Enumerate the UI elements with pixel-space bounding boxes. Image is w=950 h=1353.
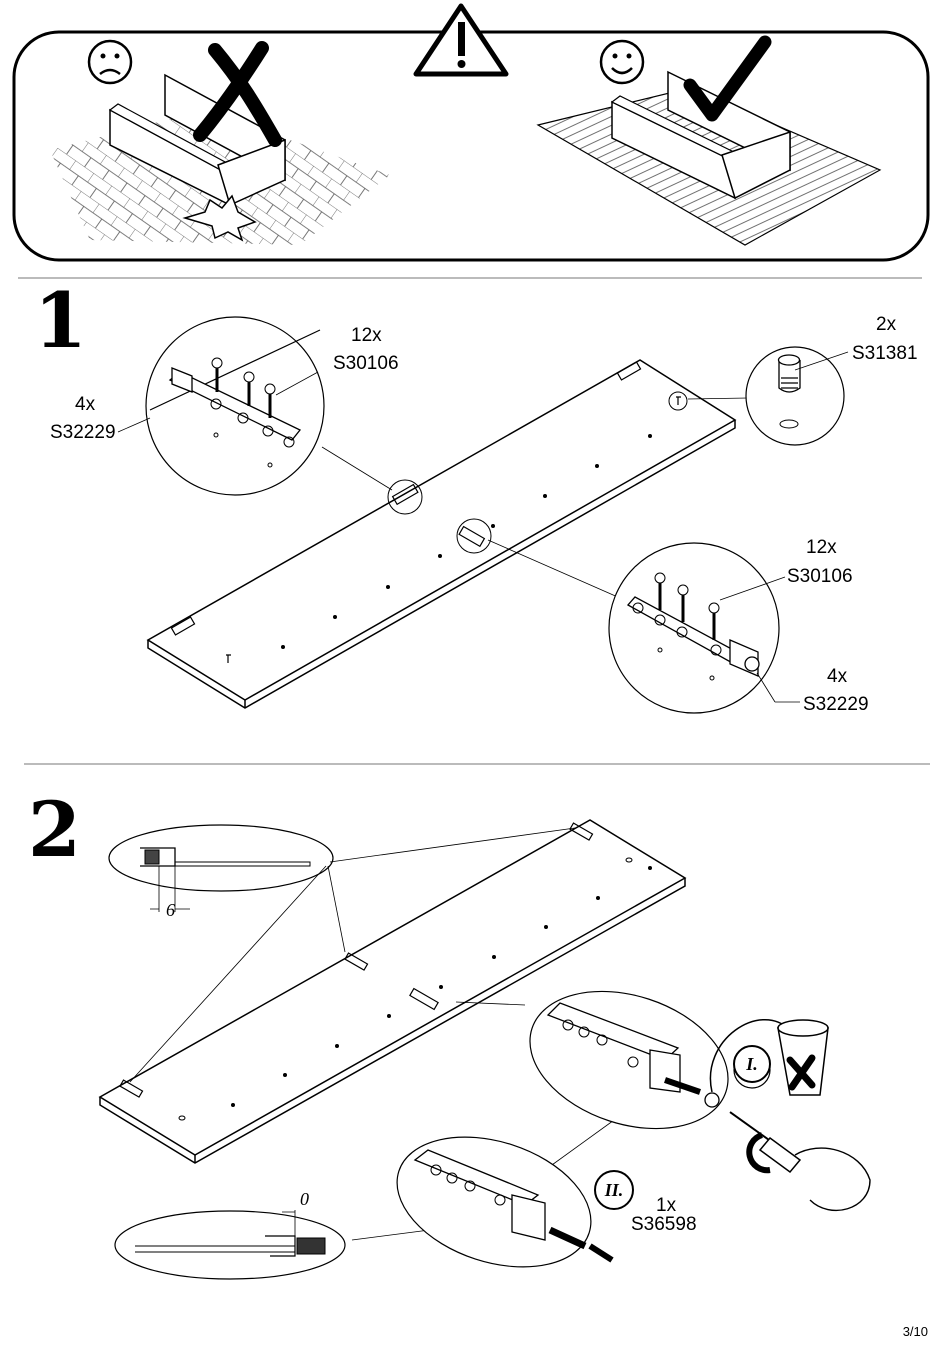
stage-ii-badge: II. [594,1170,634,1210]
smile-face-icon [599,39,645,85]
screw-code-label: S30106 [333,353,399,374]
gap-dimension-0: 0 [300,1189,309,1209]
bracket-detail-zoom-right [608,542,800,714]
check-mark-icon [683,35,772,122]
flush-detail-zoom [114,1210,346,1280]
bracket-code-label: S32229 [50,422,116,443]
cross-mark-icon [193,41,282,147]
cross-mark-icon [786,1054,816,1091]
warning-triangle-icon [413,3,509,77]
stage-ii-detail [396,1136,614,1268]
bracket-code-label-right: S32229 [803,694,869,715]
step-number-2: 2 [28,785,81,874]
bolt-code-label: S36598 [631,1214,697,1235]
step1-illustration [117,316,849,714]
stage-i-label: I. [746,1053,758,1074]
correct-example-illustration [536,35,882,246]
hand-icon [794,1147,871,1211]
wrong-example-illustration [50,39,390,245]
step2-illustration [98,819,871,1280]
screwdriver-icon [758,1136,802,1174]
warning-panel [12,3,930,262]
bracket-qty-label-right: 4x [827,666,848,687]
stage-i-detail [529,990,871,1211]
page-number: 3/10 [902,1324,928,1339]
stage-i-badge: I. [733,1045,771,1083]
screw-qty-label-right: 12x [806,537,837,558]
frown-face-icon [87,39,133,85]
bracket-detail-zoom [117,316,325,496]
bracket-qty-label: 4x [75,394,96,415]
stage-ii-label: II. [604,1179,624,1200]
gap-detail-zoom [108,824,334,892]
screw-code-label-right: S30106 [787,566,853,587]
step-number-1: 1 [34,276,87,365]
bolt-qty-label: 1x [656,1195,677,1216]
gap-dimension-6: 6 [166,900,175,920]
dowel-detail-zoom [745,346,849,446]
screw-qty-label: 12x [351,325,382,346]
dowel-qty-label: 2x [876,314,897,335]
dowel-code-label: S31381 [852,343,918,364]
